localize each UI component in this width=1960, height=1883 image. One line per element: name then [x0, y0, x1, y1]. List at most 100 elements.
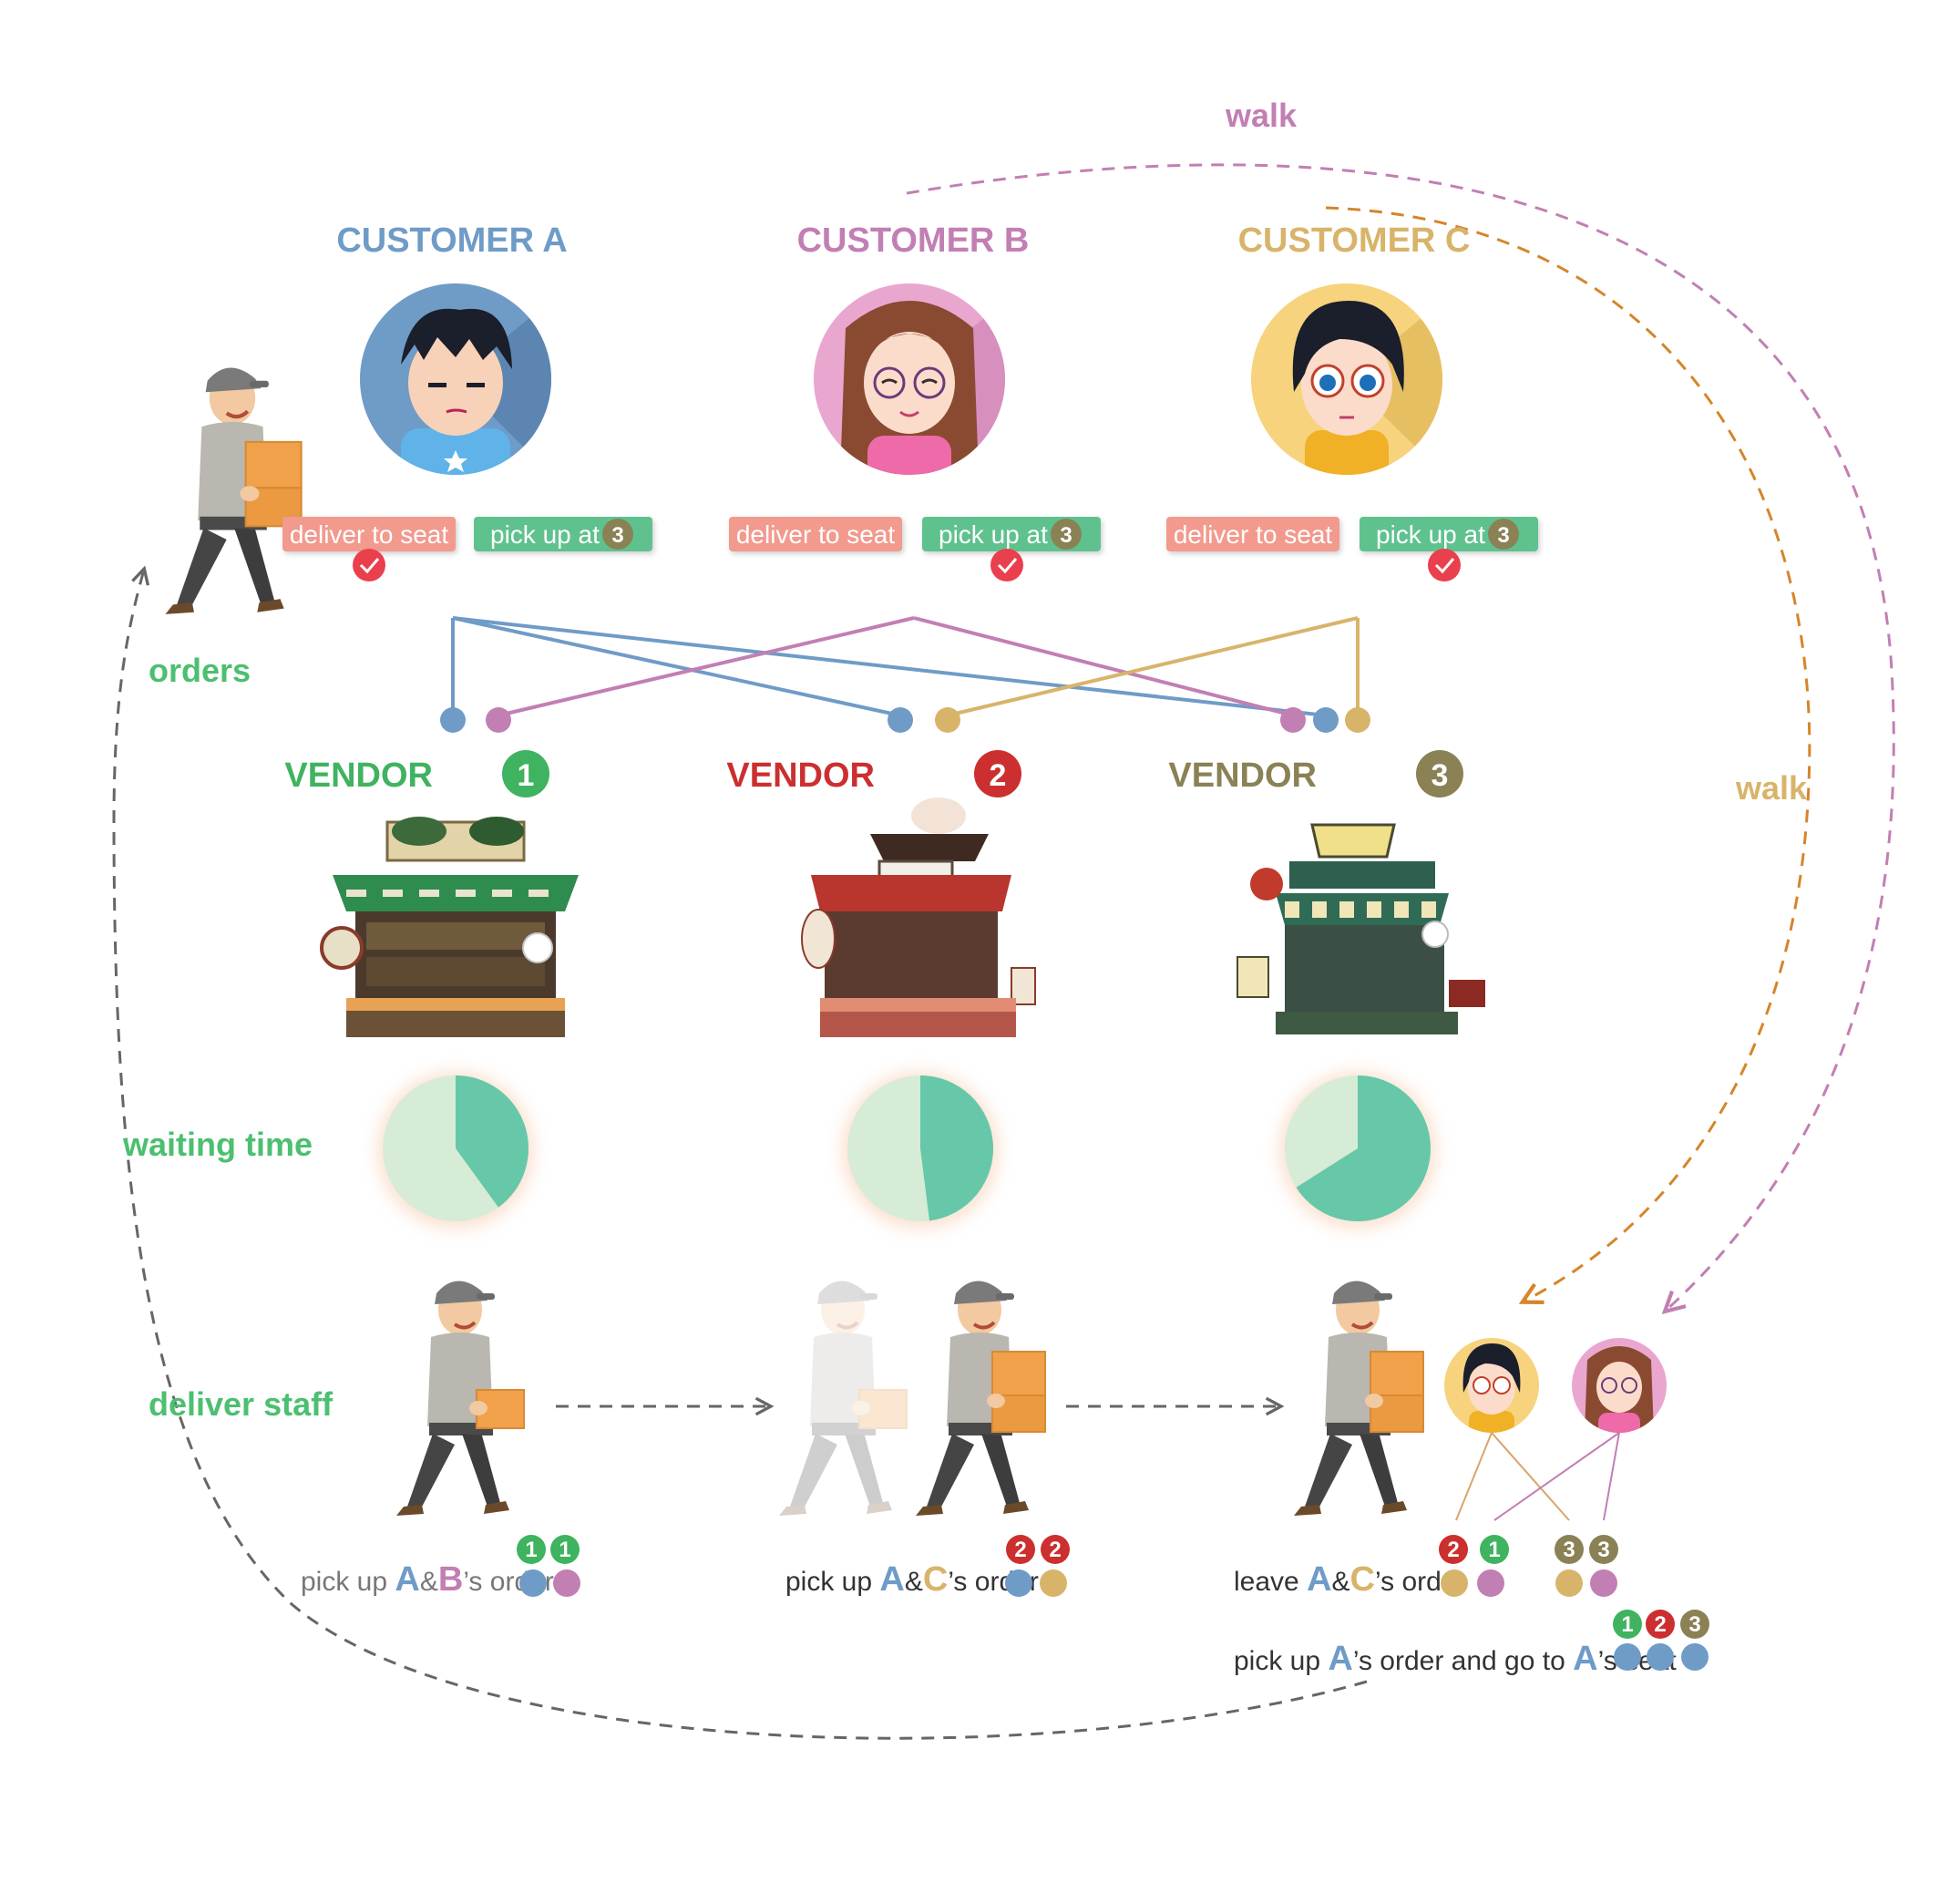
vendor-badge-number: 3: [1597, 1538, 1609, 1562]
final-letter-a: A: [1328, 1640, 1352, 1678]
step-3-caption: leave A&C’s order: [1234, 1560, 1465, 1599]
vendor-badge-1: 1: [1613, 1610, 1642, 1639]
walk-arrows: [112, 163, 1895, 1740]
pickup-vendor-number: 3: [611, 523, 623, 548]
pickup-vendor-number: 3: [1497, 523, 1509, 548]
courier-icon: [1292, 1279, 1425, 1518]
vendor-2-number: 2: [990, 758, 1007, 793]
avatar-girl-long-hair-icon: [1572, 1338, 1667, 1433]
order-dot-a: [1005, 1569, 1032, 1597]
pie-wait-slice: [456, 1075, 528, 1208]
final-middle: ’s order and go to: [1353, 1646, 1573, 1676]
checkmark-icon: [990, 549, 1023, 581]
walk-label-top: walk: [1225, 97, 1298, 134]
deliver-to-seat-tag[interactable]: deliver to seat: [729, 517, 902, 551]
avatar-girl-short-hair-icon: [1444, 1338, 1539, 1433]
svg-text:leave A&C’s order: leave A&C’s order: [1234, 1560, 1465, 1599]
vendor-badge-3: 3: [1680, 1610, 1709, 1639]
vendor-1-number: 1: [518, 758, 535, 793]
order-line-a-vendor-2: [452, 616, 901, 717]
order-dot-b: [1280, 707, 1306, 733]
vendor-3-label: VENDOR: [1168, 756, 1317, 795]
order-lines: [440, 616, 1370, 733]
vendor-badge-number: 3: [1563, 1538, 1575, 1562]
avatar-boy-icon: [360, 283, 551, 475]
pickup-tag-label: pick up at: [1376, 520, 1485, 549]
vendor-badge-2: 2: [1006, 1535, 1035, 1564]
vendor-badge-3: 3: [1589, 1535, 1618, 1564]
vendor-badge-number: 2: [1447, 1538, 1459, 1562]
pick-up-tag[interactable]: pick up at 3: [1360, 517, 1538, 551]
customer-b-title: CUSTOMER B: [797, 221, 1030, 260]
deliver-to-seat-tag[interactable]: deliver to seat: [1166, 517, 1339, 551]
vendor-3-title: VENDOR 3: [1168, 750, 1463, 797]
pickup-tag-label: pick up at: [939, 520, 1048, 549]
food-stall-red-ramen-icon: [801, 797, 1036, 1037]
waiting-time-pies: [377, 1072, 1436, 1229]
vendor-2-label: VENDOR: [726, 756, 875, 795]
step-2-amp: &: [905, 1567, 923, 1597]
step-2-caption: pick up A&C’s order: [785, 1560, 1039, 1599]
order-dot-b: [1477, 1569, 1504, 1597]
vendor-badge-number: 2: [1049, 1538, 1061, 1562]
vendor-badge-2: 2: [1646, 1610, 1675, 1639]
order-line-a-vendor-3: [452, 616, 1327, 717]
deliver-staff-label: deliver staff: [149, 1385, 334, 1423]
step-2-prefix: pick up: [785, 1567, 879, 1597]
order-dot-c: [1040, 1569, 1067, 1597]
customer-a-title: CUSTOMER A: [336, 221, 567, 260]
courier-icon: [166, 368, 302, 614]
courier-icon: [395, 1279, 526, 1518]
waiting-time-pie-vendor-3: [1279, 1072, 1436, 1229]
svg-text:pick up A’s order and go to A’: pick up A’s order and go to A’s seat: [1234, 1640, 1677, 1678]
order-line-b-vendor-3: [913, 616, 1294, 717]
vendor-1-title: VENDOR 1: [284, 750, 549, 797]
walk-label-right: walk: [1735, 769, 1808, 807]
step-3-letter-c: C: [1350, 1560, 1375, 1599]
vendor-badge-number: 3: [1688, 1612, 1700, 1637]
customer-c-title: CUSTOMER C: [1238, 221, 1471, 260]
pick-up-tag[interactable]: pick up at 3: [474, 517, 652, 551]
order-dot-a: [1647, 1643, 1674, 1671]
courier-icon: [914, 1279, 1047, 1518]
step-1-prefix: pick up: [301, 1567, 395, 1597]
walk-arrow-customer-c: [1325, 206, 1811, 1302]
vendor-badge-1: 1: [517, 1535, 546, 1564]
orders-label: orders: [149, 652, 251, 689]
step-1-caption: pick up A&B’s order: [301, 1560, 554, 1599]
vendor-badge-number: 1: [525, 1538, 537, 1562]
step-1-letter-a: A: [395, 1560, 419, 1599]
step-2-letter-a: A: [879, 1560, 904, 1599]
final-letter-a-2: A: [1573, 1640, 1597, 1678]
waiting-time-pie-vendor-1: [377, 1072, 534, 1229]
vendor-2-title: VENDOR 2: [726, 750, 1021, 797]
order-dot-b: [1590, 1569, 1617, 1597]
step-3-prefix: leave: [1234, 1567, 1307, 1597]
food-stall-green-awning-icon: [320, 817, 579, 1037]
order-line-b-vendor-1: [498, 616, 915, 717]
svg-text:pick up A&B’s order: pick up A&B’s order: [301, 1560, 554, 1599]
pick-up-tag[interactable]: pick up at 3: [922, 517, 1101, 551]
vendor-badge-3: 3: [1555, 1535, 1584, 1564]
pickup-vendor-number: 3: [1060, 523, 1072, 548]
step-3-letter-a: A: [1307, 1560, 1331, 1599]
customer-a-options: deliver to seat pick up at 3: [282, 517, 652, 581]
deliver-to-seat-tag[interactable]: deliver to seat: [282, 517, 456, 551]
pie-wait-slice: [920, 1075, 994, 1221]
deliver-tag-label: deliver to seat: [290, 520, 449, 549]
deliver-tag-label: deliver to seat: [736, 520, 896, 549]
vendor-badge-2: 2: [1041, 1535, 1070, 1564]
food-stall-striped-cafe-icon: [1237, 823, 1485, 1034]
step-1-amp: &: [420, 1567, 438, 1597]
order-dot-c: [1555, 1569, 1583, 1597]
order-dot-a: [519, 1569, 547, 1597]
order-dot-c: [1345, 707, 1370, 733]
vendor-badge-1: 1: [1480, 1535, 1509, 1564]
order-dot-b: [486, 707, 511, 733]
vendor-badge-number: 1: [559, 1538, 570, 1562]
avatar-girl-short-hair-icon: [1251, 283, 1442, 475]
delivery-loop-arrow: [112, 570, 1368, 1740]
